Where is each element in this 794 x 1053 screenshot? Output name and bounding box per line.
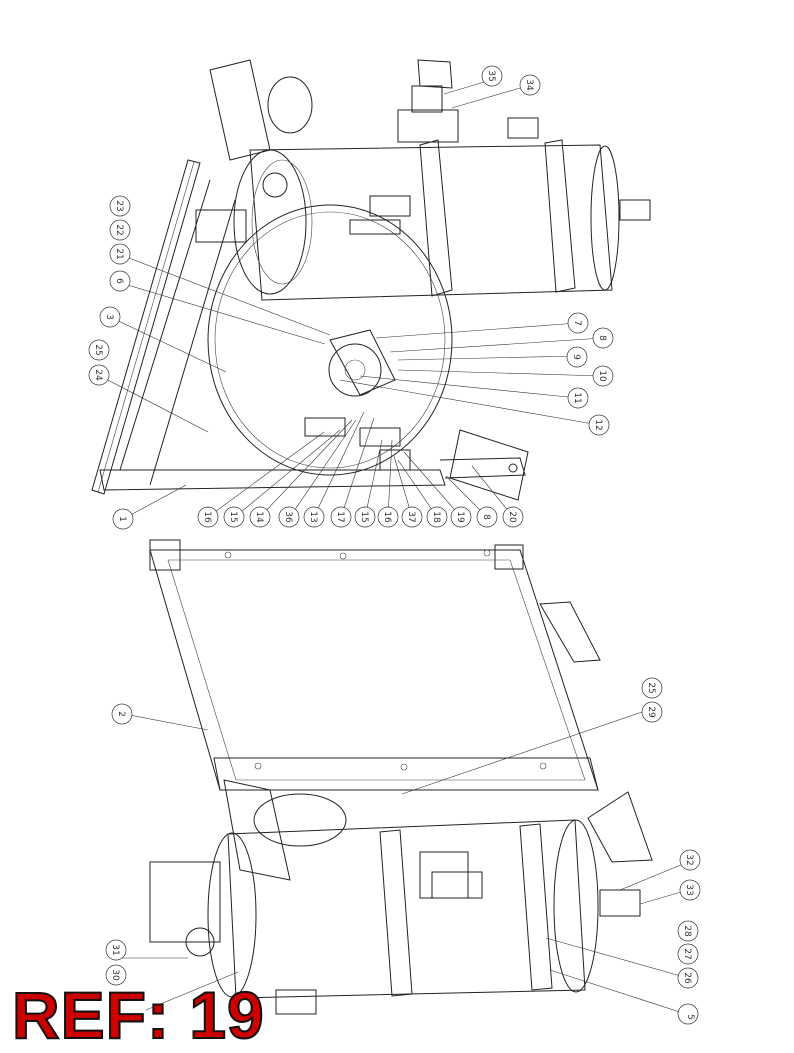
callout-bubble: 2	[111, 703, 133, 725]
callout-number: 21	[114, 248, 124, 259]
callout-bubble: 6	[109, 270, 131, 292]
callout-number: 5	[685, 1014, 695, 1020]
callout-number: 25	[646, 682, 656, 693]
callout-bubble: 32	[679, 849, 701, 871]
callout-number: 7	[572, 320, 582, 326]
callout-number: 24	[93, 369, 103, 381]
callout-bubble: 7	[567, 312, 589, 334]
top-callout-leaders	[99, 79, 604, 519]
callout-number: 30	[110, 969, 120, 981]
callout-bubble: 25	[641, 677, 663, 699]
callout-bubble: 15	[354, 506, 376, 528]
callout-bubble: 21	[109, 243, 131, 265]
callout-number: 3	[104, 314, 114, 320]
callout-bubble: 34	[519, 74, 541, 96]
callout-bubble: 15	[223, 506, 245, 528]
callout-bubble: 14	[249, 506, 271, 528]
callout-number: 28	[682, 925, 692, 937]
callout-number: 32	[684, 854, 694, 865]
callout-bubble: 23	[109, 195, 131, 217]
callout-bubble: 27	[677, 943, 699, 965]
callout-bubble: 3	[99, 306, 121, 328]
callout-bubble: 19	[450, 506, 472, 528]
callout-bubble: 1	[112, 508, 134, 530]
callout-number: 22	[114, 224, 124, 235]
callout-number: 25	[93, 344, 103, 355]
callout-bubble: 10	[592, 365, 614, 387]
bottom-callout-leaders	[122, 711, 689, 1015]
callout-bubble: 12	[588, 414, 610, 436]
callout-number: 15	[359, 511, 369, 522]
callout-number: 11	[572, 392, 582, 403]
callout-bubble: 29	[641, 701, 663, 723]
callout-number: 19	[455, 511, 465, 523]
callout-number: 9	[571, 354, 581, 360]
callout-number: 16	[382, 511, 392, 523]
callout-bubble: 11	[567, 387, 589, 409]
callout-number: 12	[593, 419, 603, 430]
callout-number: 34	[524, 79, 534, 91]
bottom-callout-bubbles: 2 29 25 32 33 28 27 26 5 30 31	[105, 677, 701, 1025]
callout-number: 31	[110, 944, 120, 955]
callout-bubble: 20	[502, 506, 524, 528]
callout-bubble: 13	[303, 506, 325, 528]
callout-bubble: 28	[677, 920, 699, 942]
callout-number: 20	[507, 511, 517, 523]
callout-bubble: 17	[330, 506, 352, 528]
callout-number: 37	[406, 511, 416, 522]
callout-bubble: 35	[481, 65, 503, 87]
callout-bubble: 18	[426, 506, 448, 528]
callout-bubble: 16	[377, 506, 399, 528]
bottom-assembly	[149, 539, 653, 1015]
callout-number: 18	[431, 511, 441, 523]
top-callout-bubbles: 1 3 6 21 22 23 24 25 7 8 9 10 11 12 16 1…	[88, 65, 614, 530]
callout-number: 26	[682, 972, 692, 984]
callout-bubble: 22	[109, 219, 131, 241]
top-assembly	[91, 59, 651, 501]
callout-number: 36	[283, 511, 293, 523]
callout-bubble: 26	[677, 967, 699, 989]
callout-number: 15	[228, 511, 238, 522]
callout-number: 13	[308, 511, 318, 522]
callout-number: 10	[597, 370, 607, 382]
callout-number: 29	[646, 706, 656, 718]
callout-bubble: 8	[476, 506, 498, 528]
callout-bubble: 36	[278, 506, 300, 528]
callout-bubble: 37	[401, 506, 423, 528]
callout-number: 33	[684, 884, 694, 895]
callout-number: 8	[481, 514, 491, 520]
callout-number: 23	[114, 200, 124, 211]
callout-number: 27	[682, 948, 692, 959]
callout-number: 1	[117, 516, 127, 522]
callout-bubble: 31	[105, 939, 127, 961]
reference-label: REF: 19	[11, 978, 265, 1052]
callout-bubble: 9	[566, 346, 588, 368]
callout-bubble: 25	[88, 339, 110, 361]
callout-number: 35	[486, 70, 496, 81]
callout-bubble: 30	[105, 964, 127, 986]
callout-bubble: 33	[679, 879, 701, 901]
callout-number: 17	[335, 511, 345, 522]
callout-number: 8	[597, 335, 607, 341]
callout-number: 16	[202, 511, 212, 523]
callout-number: 14	[254, 511, 264, 523]
callout-bubble: 24	[88, 364, 110, 386]
callout-bubble: 16	[197, 506, 219, 528]
callout-number: 6	[114, 278, 124, 284]
callout-bubble: 5	[677, 1003, 699, 1025]
callout-number: 2	[116, 711, 126, 717]
callout-bubble: 8	[592, 327, 614, 349]
